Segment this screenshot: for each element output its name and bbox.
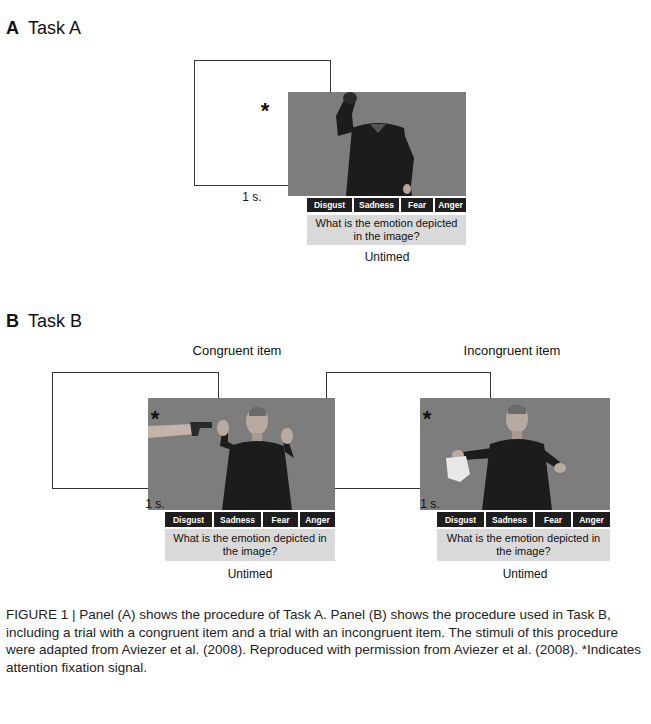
question-box: What is the emotion depicted in the imag… bbox=[307, 215, 466, 245]
fixation-star: * bbox=[261, 100, 270, 122]
emotion-button: Disgust bbox=[307, 198, 352, 212]
timing-note: 1 s. bbox=[145, 497, 164, 511]
timing-note: Untimed bbox=[228, 567, 273, 581]
question-box: What is the emotion depicted in the imag… bbox=[437, 529, 610, 561]
stimulus-image bbox=[148, 398, 335, 510]
stimulus-image bbox=[288, 92, 466, 196]
emotion-button: Disgust bbox=[437, 512, 484, 527]
emotion-button: Fear bbox=[535, 512, 571, 527]
panel-heading: Task B bbox=[28, 311, 82, 332]
button-label: Fear bbox=[544, 515, 562, 525]
button-label: Anger bbox=[579, 515, 604, 525]
figure-caption: FIGURE 1 | Panel (A) shows the procedure… bbox=[6, 606, 644, 676]
fixation-frame: * bbox=[52, 372, 219, 489]
button-label: Anger bbox=[438, 200, 463, 210]
emotion-button: Anger bbox=[573, 512, 610, 527]
timing-note: Untimed bbox=[503, 567, 548, 581]
panel-letter: A bbox=[6, 18, 19, 39]
question-text: What is the emotion depicted in the imag… bbox=[443, 532, 604, 558]
button-label: Sadness bbox=[359, 200, 394, 210]
button-label: Disgust bbox=[314, 200, 345, 210]
button-label: Anger bbox=[305, 515, 330, 525]
panel-heading: Task A bbox=[28, 18, 81, 39]
emotion-button: Anger bbox=[435, 198, 466, 212]
button-label: Disgust bbox=[173, 515, 204, 525]
fixation-frame: * bbox=[326, 372, 491, 489]
panel-letter: B bbox=[6, 311, 19, 332]
timing-note: 1 s. bbox=[242, 190, 261, 204]
stimulus-image bbox=[420, 398, 610, 510]
timing-note: 1 s. bbox=[420, 497, 439, 511]
emotion-button: Disgust bbox=[165, 512, 212, 527]
button-label: Fear bbox=[272, 515, 290, 525]
panel-heading: Incongruent item bbox=[464, 343, 561, 358]
emotion-button: Sadness bbox=[354, 198, 399, 212]
timing-note: Untimed bbox=[365, 250, 410, 264]
emotion-button: Anger bbox=[300, 512, 335, 527]
emotion-button: Fear bbox=[401, 198, 433, 212]
button-label: Disgust bbox=[445, 515, 476, 525]
emotion-button: Fear bbox=[263, 512, 298, 527]
fixation-frame: * bbox=[194, 60, 331, 186]
fixation-star: * bbox=[423, 408, 432, 430]
button-label: Sadness bbox=[492, 515, 527, 525]
question-text: What is the emotion depicted in the imag… bbox=[313, 217, 460, 243]
button-label: Fear bbox=[408, 200, 426, 210]
button-label: Sadness bbox=[220, 515, 255, 525]
emotion-button: Sadness bbox=[486, 512, 533, 527]
fixation-star: * bbox=[151, 408, 160, 430]
emotion-button: Sadness bbox=[214, 512, 261, 527]
panel-heading: Congruent item bbox=[193, 343, 282, 358]
question-box: What is the emotion depicted in the imag… bbox=[165, 529, 335, 561]
question-text: What is the emotion depicted in the imag… bbox=[171, 532, 329, 558]
